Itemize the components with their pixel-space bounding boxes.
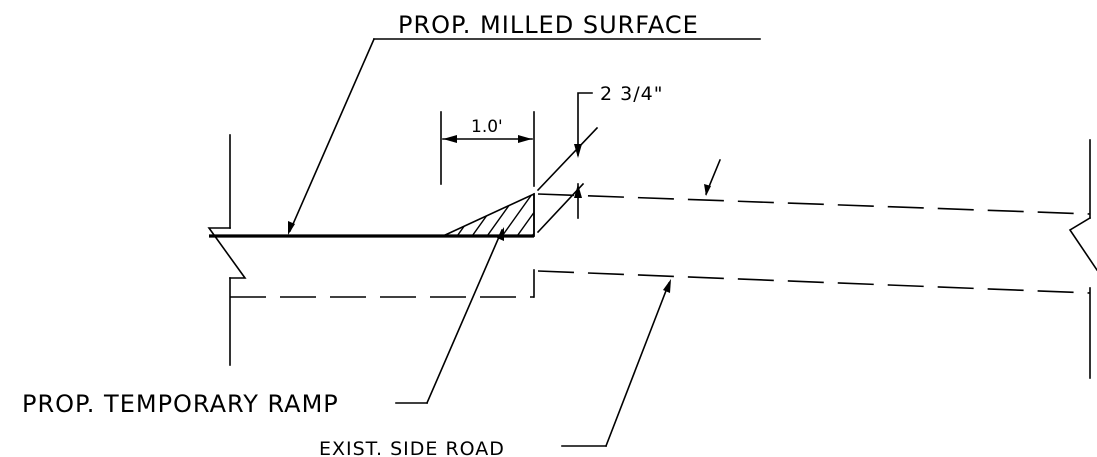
side-road-label: EXIST. SIDE ROAD xyxy=(319,438,505,457)
temporary-ramp xyxy=(442,192,535,237)
ramp-hatching xyxy=(443,194,534,236)
milled-surface-label: PROP. MILLED SURFACE xyxy=(398,11,699,39)
temporary-ramp-callout: PROP. TEMPORARY RAMP xyxy=(22,227,504,418)
side-road-tick-arrowhead xyxy=(704,184,711,196)
ramp-length-label: 1.0' xyxy=(471,117,503,137)
ramp-outline xyxy=(442,192,535,237)
temporary-ramp-arrowhead xyxy=(497,227,504,241)
left-break-line xyxy=(207,227,247,279)
height-arrow-top xyxy=(574,144,582,158)
side-road-arrowhead xyxy=(663,279,671,293)
ramp-height-label: 2 3/4" xyxy=(600,83,663,105)
height-leader-top xyxy=(577,92,593,156)
height-ext-bottom xyxy=(536,182,585,234)
dim-arrow-right xyxy=(518,135,532,143)
ramp-height-dimension: 2 3/4" xyxy=(536,83,663,234)
right-break-line xyxy=(1068,216,1097,272)
dim-arrow-left xyxy=(443,135,457,143)
ramp-length-dimension: 1.0' xyxy=(440,111,535,187)
height-arrow-bottom xyxy=(574,184,582,198)
height-ext-top xyxy=(536,126,599,192)
side-road-top-dashed xyxy=(537,193,1091,215)
temporary-ramp-leader xyxy=(425,228,504,405)
existing-side-road xyxy=(537,139,1097,379)
side-road-bottom-dashed xyxy=(537,270,1091,294)
milled-surface-callout: PROP. MILLED SURFACE xyxy=(288,11,761,235)
left-road-section xyxy=(207,134,535,366)
side-road-callout: EXIST. SIDE ROAD xyxy=(319,279,671,457)
temporary-ramp-label: PROP. TEMPORARY RAMP xyxy=(22,390,339,418)
milled-surface-leader xyxy=(288,37,376,233)
milled-surface-arrowhead xyxy=(288,221,295,235)
side-road-leader xyxy=(604,281,671,448)
